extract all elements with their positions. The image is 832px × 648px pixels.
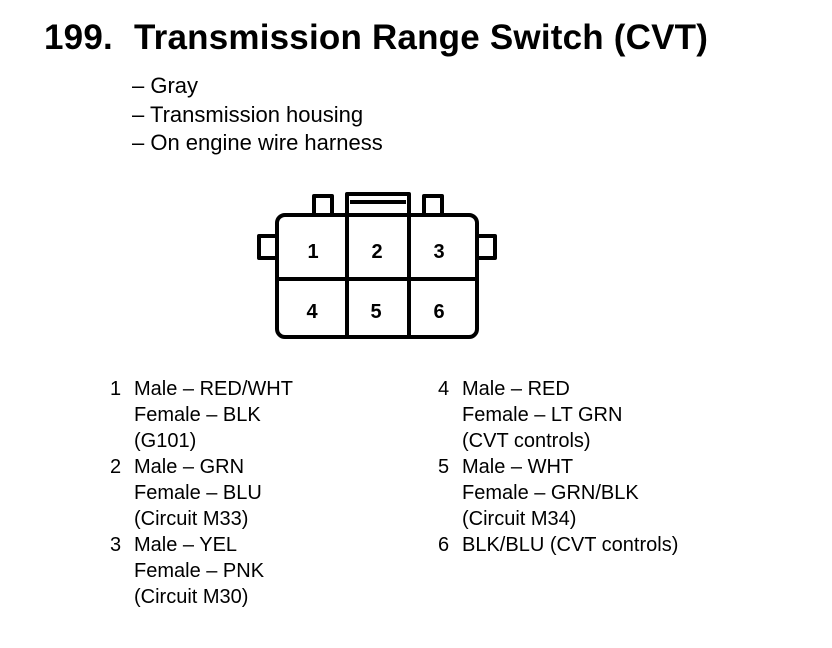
pin-circuit: (Circuit M33) bbox=[134, 508, 249, 530]
pin-label-5: 5 bbox=[370, 301, 381, 323]
pin-number: 5 bbox=[438, 456, 450, 478]
pin-female-wire: Female – BLK bbox=[134, 404, 261, 426]
pin-label-1: 1 bbox=[307, 241, 318, 263]
pin-wire: BLK/BLU (CVT controls) bbox=[462, 534, 679, 556]
pin-entry-5: 5 Male – WHT Female – GRN/BLK (Circuit M… bbox=[438, 454, 678, 532]
pin-circuit: (Circuit M34) bbox=[462, 508, 577, 530]
pin-female-wire: Female – PNK bbox=[134, 560, 265, 582]
pin-list-right: 4 Male – RED Female – LT GRN (CVT contro… bbox=[438, 376, 678, 558]
pin-number: 2 bbox=[110, 456, 122, 478]
pin-male-wire: Male – RED bbox=[462, 378, 570, 400]
pin-number: 1 bbox=[110, 378, 122, 400]
description-location: – Transmission housing bbox=[132, 101, 364, 127]
title-text: Transmission Range Switch (CVT) bbox=[134, 18, 709, 57]
pin-entry-6: 6 BLK/BLU (CVT controls) bbox=[438, 532, 678, 558]
description-color: – Gray bbox=[132, 73, 199, 98]
connector-body bbox=[275, 213, 479, 339]
pin-label-4: 4 bbox=[306, 301, 318, 323]
pin-circuit: (CVT controls) bbox=[462, 430, 591, 452]
pin-circuit: (Circuit M30) bbox=[134, 586, 249, 608]
pin-circuit: (G101) bbox=[134, 430, 197, 452]
pin-female-wire: Female – LT GRN bbox=[462, 404, 623, 426]
pin-female-wire: Female – BLU bbox=[134, 482, 262, 504]
connector-lock-tab bbox=[345, 192, 411, 218]
pin-entry-1: 1 Male – RED/WHT Female – BLK (G101) bbox=[110, 376, 293, 454]
pin-entry-2: 2 Male – GRN Female – BLU (Circuit M33) bbox=[110, 454, 293, 532]
pin-label-3: 3 bbox=[433, 241, 444, 263]
pin-number: 3 bbox=[110, 534, 122, 556]
pin-label-2: 2 bbox=[371, 241, 382, 263]
pin-entry-3: 3 Male – YEL Female – PNK (Circuit M30) bbox=[110, 532, 293, 610]
pin-number: 4 bbox=[438, 378, 450, 400]
pin-male-wire: Male – GRN bbox=[134, 456, 245, 478]
pin-label-6: 6 bbox=[433, 301, 444, 323]
pin-female-wire: Female – GRN/BLK bbox=[462, 482, 639, 504]
pin-male-wire: Male – WHT bbox=[462, 456, 574, 478]
pin-entry-4: 4 Male – RED Female – LT GRN (CVT contro… bbox=[438, 376, 678, 454]
pin-male-wire: Male – RED/WHT bbox=[134, 378, 293, 400]
page-title: 199. Transmission Range Switch (CVT) bbox=[44, 18, 708, 58]
connector-description: – Gray – Transmission housing – On engin… bbox=[132, 72, 383, 158]
pin-number: 6 bbox=[438, 534, 450, 556]
description-harness: – On engine wire harness bbox=[132, 130, 383, 155]
pin-list-left: 1 Male – RED/WHT Female – BLK (G101) 2 M… bbox=[110, 376, 293, 610]
pin-male-wire: Male – YEL bbox=[134, 534, 238, 556]
title-number: 199. bbox=[44, 18, 113, 57]
